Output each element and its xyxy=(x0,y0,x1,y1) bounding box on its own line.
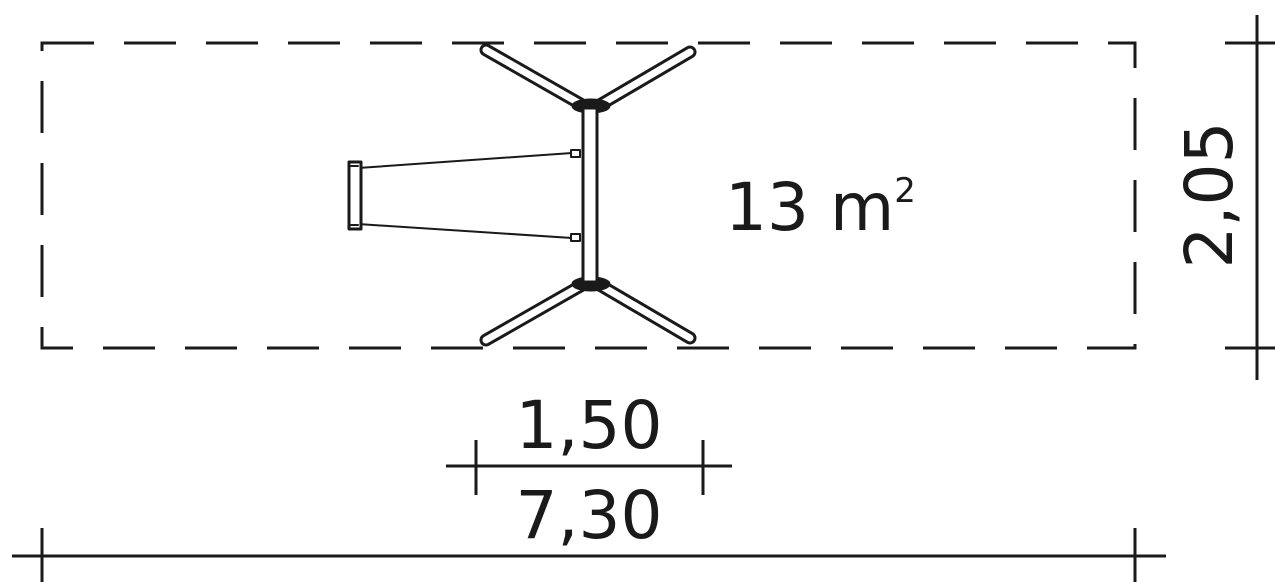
area-value: 13 m xyxy=(725,169,894,246)
area-label: 13 m2 xyxy=(725,169,916,246)
width-dimension-label: 2,05 xyxy=(1171,122,1248,269)
area-superscript: 2 xyxy=(894,171,916,211)
inner-length-label: 1,50 xyxy=(516,387,663,464)
inner-length-dimension-line xyxy=(446,440,732,495)
swing-equipment-icon xyxy=(347,43,697,347)
safety-zone-outline xyxy=(40,41,1137,350)
width-dimension-line xyxy=(1225,15,1275,380)
total-length-label: 7,30 xyxy=(516,477,663,554)
total-length-dimension-line xyxy=(12,528,1166,582)
